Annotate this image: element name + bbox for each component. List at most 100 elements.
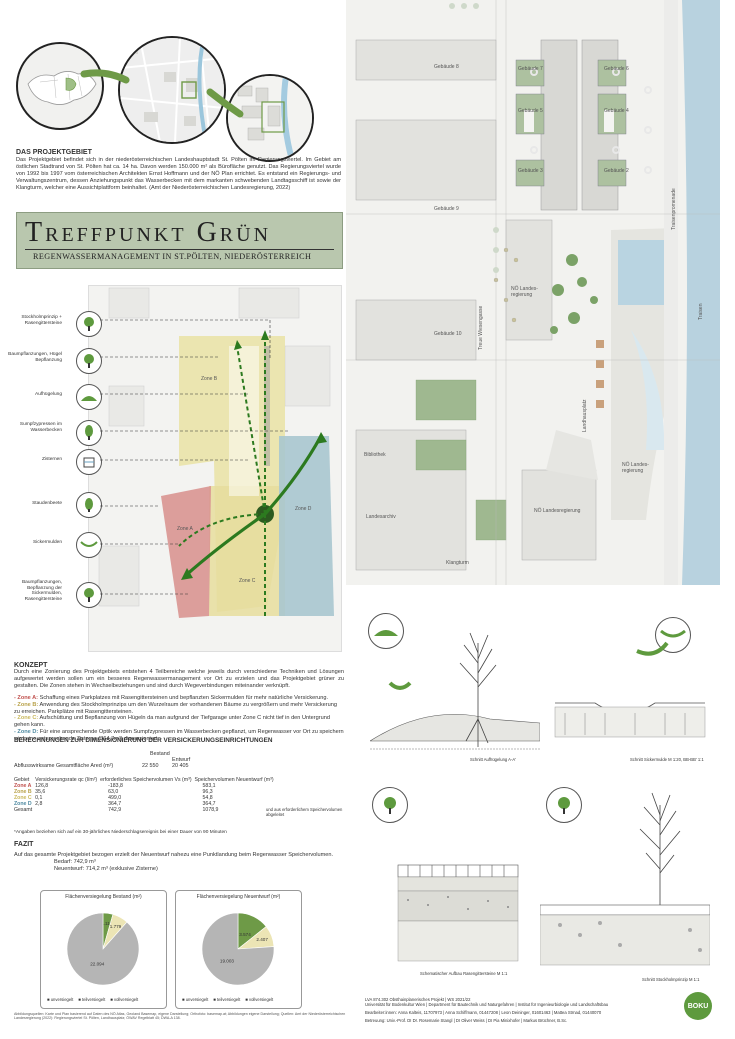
map-label: Gebäude 7 bbox=[518, 66, 543, 72]
calc-area-bestand: 22 550 bbox=[142, 763, 159, 769]
section-aufhuegelung bbox=[370, 632, 540, 750]
calc-col-entwurf: Entwurf bbox=[172, 757, 191, 763]
legend-vollversiegelt: ■ vollversiegelt bbox=[110, 997, 139, 1002]
footer-credits: LVA 874.302 Obsthainplanerisches Projekt… bbox=[365, 997, 685, 1023]
pie-legend: ■ unversiegelt ■ teilversiegelt ■ vollve… bbox=[47, 997, 162, 1002]
map-label: Gebäude 4 bbox=[604, 108, 629, 114]
pie-title: Flächenversiegelung Bestand (m²) bbox=[65, 894, 142, 900]
intro-section: DAS PROJEKTGEBIET Das Projektgebiet befi… bbox=[16, 149, 341, 192]
footer-lva: LVA 874.302 Obsthainplanerisches Projekt… bbox=[365, 997, 471, 1002]
map-label: Bibliothek bbox=[364, 452, 386, 458]
legend-unversiegelt: ■ unversiegelt bbox=[47, 997, 74, 1002]
footer-authors: Bearbeiter:innen: Anna Kalteis, 11707973… bbox=[365, 1010, 602, 1015]
cypress-icon bbox=[76, 420, 102, 446]
site-map bbox=[228, 76, 312, 160]
map-label: NÖ Landesregierung bbox=[534, 508, 581, 514]
fazit-heading: FAZIT bbox=[14, 841, 34, 848]
boku-logo-text: BOKU bbox=[687, 1002, 709, 1010]
konzept-zone-a: - Zone A: Schaffung eines Parkplatzes mi… bbox=[14, 694, 329, 701]
konzept-heading: KONZEPT bbox=[14, 662, 48, 669]
calc-area-entwurf: 20 405 bbox=[172, 763, 189, 769]
pie-slice-vollversiegelt bbox=[66, 912, 140, 986]
zone-d-label: Zone D bbox=[295, 506, 312, 512]
fazit-text: Auf das gesamte Projektgebiet bezogen er… bbox=[14, 852, 334, 858]
swale-icon bbox=[76, 532, 102, 558]
fazit-bedarf: Bedarf: 742,9 m³ bbox=[54, 858, 96, 865]
cistern-icon bbox=[76, 449, 102, 475]
map-label: NÖ Landes- regierung bbox=[511, 286, 538, 298]
legend-teilversiegelt: ■ teilversiegelt bbox=[78, 997, 106, 1002]
pie-label-teilversiegelt: 1.779 bbox=[110, 924, 122, 929]
tree-grid-icon bbox=[76, 311, 102, 337]
map-label: Gebäude 3 bbox=[518, 168, 543, 174]
section-rasengitter bbox=[397, 864, 519, 962]
section-caption: Schematischer Aufbau Rasengittersteine M… bbox=[420, 971, 508, 976]
map-label: Gebäude 9 bbox=[434, 206, 459, 212]
section-drawings: Schnitt Aufhügelung A-A' Schnitt Sickerm… bbox=[350, 605, 720, 1015]
zone-c-label: Zone C bbox=[239, 578, 256, 584]
section-caption: Schnitt Sickermulde M 1:20, BB-BB' 1:1 bbox=[630, 757, 704, 762]
pie-slice-vollversiegelt bbox=[201, 912, 275, 986]
map-label: Landhausplatz bbox=[582, 399, 588, 432]
pie-title: Flächenversiegelung Neuentwurf (m²) bbox=[196, 894, 281, 900]
tree-icon bbox=[76, 348, 102, 374]
konzept-zone-d: - Zone D: Für eine ansprechende Optik we… bbox=[14, 729, 344, 743]
pie-label-vollversiegelt: 19.003 bbox=[220, 958, 234, 963]
map-connector-arrows bbox=[80, 69, 244, 118]
calc-area-label: Abflusswirksame Gesamtfläche Ared (m²) bbox=[14, 763, 114, 769]
map-label: Traisenpromenade bbox=[671, 188, 677, 230]
map-label: Gebäude 8 bbox=[434, 64, 459, 70]
map-label: NÖ Landes- regierung bbox=[622, 462, 649, 474]
pie-label-teilversiegelt: 2.407 bbox=[256, 937, 268, 942]
tree-swale-icon bbox=[76, 582, 102, 608]
site-plan: Gebäude 8 Gebäude 7 Gebäude 6 Gebäude 5 … bbox=[346, 0, 720, 585]
tree-grid-icon bbox=[372, 787, 408, 823]
concept-plan-drawing bbox=[98, 287, 334, 618]
calc-table: Gebiet Versickerungsrate qc (l/m²) erfor… bbox=[14, 777, 277, 813]
poster-title: Treffpunkt Grün bbox=[25, 217, 272, 248]
map-label: Treue Wiesengasse bbox=[478, 305, 484, 350]
zone-a-label: Zone A bbox=[177, 526, 193, 532]
map-label: Gebäude 5 bbox=[518, 108, 543, 114]
table-header-row: Gebiet Versickerungsrate qc (l/m²) erfor… bbox=[14, 777, 274, 783]
boku-logo: BOKU bbox=[684, 992, 712, 1020]
intro-text: Das Projektgebiet befindet sich in der n… bbox=[16, 157, 341, 191]
footer-uni: Universität für Bodenkultur Wien | Depar… bbox=[365, 1002, 609, 1007]
map-label: Klangturm bbox=[446, 560, 469, 566]
intro-heading: DAS PROJEKTGEBIET bbox=[16, 149, 92, 156]
legend-teilversiegelt: ■ teilversiegelt bbox=[213, 997, 241, 1002]
pie-label-unversiegelt: 3.574 bbox=[239, 932, 251, 937]
konzept-zone-b: - Zone B: Anwendung des Stockholmprinzip… bbox=[14, 701, 337, 715]
austria-map-circle bbox=[16, 42, 104, 130]
concept-plan: Zone A Zone B Zone C Zone D bbox=[88, 285, 342, 652]
calc-heading: BERECHNUNGEN ZUR DIMENSIONIERUNG DER VER… bbox=[14, 737, 273, 744]
section-sickermulde bbox=[554, 641, 706, 738]
map-label: Gebäude 2 bbox=[604, 168, 629, 174]
section-caption: Schnitt Stockholmprinzip M 1:1 bbox=[642, 977, 700, 982]
section-caption: Schnitt Aufhügelung A-A' bbox=[470, 757, 516, 762]
pie-svg: 3.574 2.407 19.003 bbox=[201, 912, 275, 986]
map-label: Landesarchiv bbox=[366, 514, 396, 520]
section-stockholm bbox=[540, 792, 710, 966]
fazit-section: FAZIT Auf das gesamte Projektgebiet bezo… bbox=[14, 841, 344, 873]
legend-vollversiegelt: ■ vollversiegelt bbox=[245, 997, 274, 1002]
footer-sources: Abbildungsquellen: Karte und Plan basier… bbox=[14, 1012, 346, 1021]
pie-label-unversiegelt: 1.111 bbox=[101, 921, 112, 926]
pie-chart-neuentwurf: Flächenversiegelung Neuentwurf (m²) 3.57… bbox=[175, 890, 302, 1009]
footer-betreuung: Betreuung: Univ.-Prof. DI Dr. Rosemarie … bbox=[365, 1018, 568, 1023]
mound-icon bbox=[76, 384, 102, 410]
tree-icon bbox=[546, 787, 582, 823]
title-banner: Treffpunkt Grün Regenwassermanagement in… bbox=[16, 212, 343, 269]
legend-unversiegelt: ■ unversiegelt bbox=[182, 997, 209, 1002]
calc-side-note: und aus erforderlichem Speichervolumen a… bbox=[266, 807, 343, 817]
city-map bbox=[120, 38, 224, 142]
fazit-neuentwurf: Neuentwurf: 714,2 m³ (exklusive Zisterne… bbox=[54, 865, 158, 872]
austria-map bbox=[27, 71, 97, 105]
